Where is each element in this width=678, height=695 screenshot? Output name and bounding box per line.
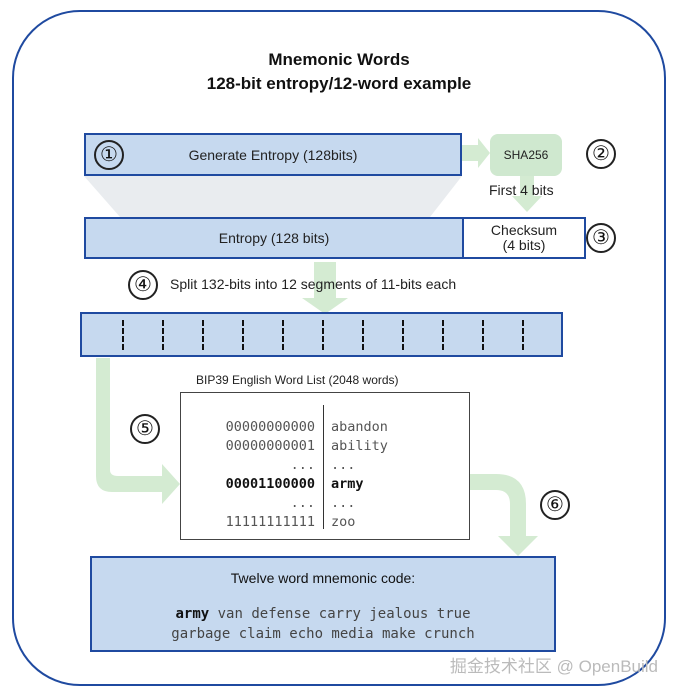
segment-divider (162, 320, 164, 350)
sha256-label: SHA256 (503, 148, 549, 162)
segment-divider (522, 320, 524, 350)
arrow-split-down (302, 262, 348, 314)
word-index-binary: 11111111111 (225, 514, 315, 530)
mnemonic-line-1: army van defense carry jealous true (92, 606, 554, 622)
word-list-row: 00000000001 ability (181, 438, 471, 456)
segment-divider (402, 320, 404, 350)
word-index-binary: ... (290, 457, 315, 473)
word-entry: abandon (331, 419, 388, 435)
split-label: Split 132-bits into 12 segments of 11-bi… (170, 276, 457, 292)
step-6-marker: ⑥ (540, 490, 570, 520)
word-entry: ... (331, 495, 356, 511)
segment-divider (362, 320, 364, 350)
first-4-bits-label: First 4 bits (489, 182, 554, 198)
watermark: 掘金技术社区 @ OpenBuild (449, 657, 658, 676)
arrow-to-word-list (96, 358, 180, 504)
word-list-row: ... ... (181, 457, 471, 475)
word-list-row: 11111111111 zoo (181, 514, 471, 532)
segment-divider (322, 320, 324, 350)
step-4-marker: ④ (128, 270, 158, 300)
segment-divider (242, 320, 244, 350)
checksum-bits-label: (4 bits) (502, 237, 546, 253)
word-list-row-highlighted: 00001100000 army (181, 476, 471, 494)
funnel-shape (84, 176, 462, 217)
mnemonic-line-1-rest: van defense carry jealous true (209, 606, 471, 622)
word-entry: ... (331, 457, 356, 473)
word-entry: army (331, 476, 364, 492)
word-index-binary: 00000000001 (225, 438, 315, 454)
checksum-box: Checksum (4 bits) (462, 217, 586, 259)
diagram-title: Mnemonic Words (268, 50, 410, 69)
word-index-binary: 00001100000 (225, 476, 315, 492)
generate-entropy-label: Generate Entropy (128bits) (188, 146, 358, 163)
arrow-to-mnemonic (470, 474, 538, 556)
step-2-marker: ② (586, 139, 616, 169)
word-index-binary: ... (290, 495, 315, 511)
segment-divider (202, 320, 204, 350)
arrow-to-sha (462, 138, 490, 168)
entropy-box: Entropy (128 bits) (84, 217, 464, 259)
word-list-title: BIP39 English Word List (2048 words) (196, 373, 399, 387)
entropy-label: Entropy (128 bits) (218, 230, 330, 246)
step-1-marker: ① (94, 140, 124, 170)
mnemonic-line-2: garbage claim echo media make crunch (171, 626, 475, 642)
word-list-row: 00000000000 abandon (181, 419, 471, 437)
word-list-table: 00000000000 abandon 00000000001 ability … (180, 392, 470, 540)
outer-frame (12, 10, 666, 686)
word-list-row: ... ... (181, 495, 471, 513)
mnemonic-title: Twelve word mnemonic code: (230, 570, 416, 586)
sha256-box: SHA256 (490, 134, 562, 176)
generate-entropy-box: Generate Entropy (128bits) (84, 133, 462, 176)
segment-divider (122, 320, 124, 350)
mnemonic-first-word: army (175, 606, 210, 622)
arrow-to-checksum (512, 176, 542, 212)
step-5-marker: ⑤ (130, 414, 160, 444)
segments-bar (80, 312, 563, 357)
diagram-subtitle: 128-bit entropy/12-word example (206, 74, 472, 93)
mnemonic-box: Twelve word mnemonic code: army van defe… (90, 556, 556, 652)
word-index-binary: 00000000000 (225, 419, 315, 435)
segment-divider (482, 320, 484, 350)
word-list-divider (323, 405, 324, 529)
segment-divider (442, 320, 444, 350)
word-entry: ability (331, 438, 388, 454)
step-3-marker: ③ (586, 223, 616, 253)
word-entry: zoo (331, 514, 356, 530)
checksum-label: Checksum (490, 221, 558, 238)
segment-divider (282, 320, 284, 350)
